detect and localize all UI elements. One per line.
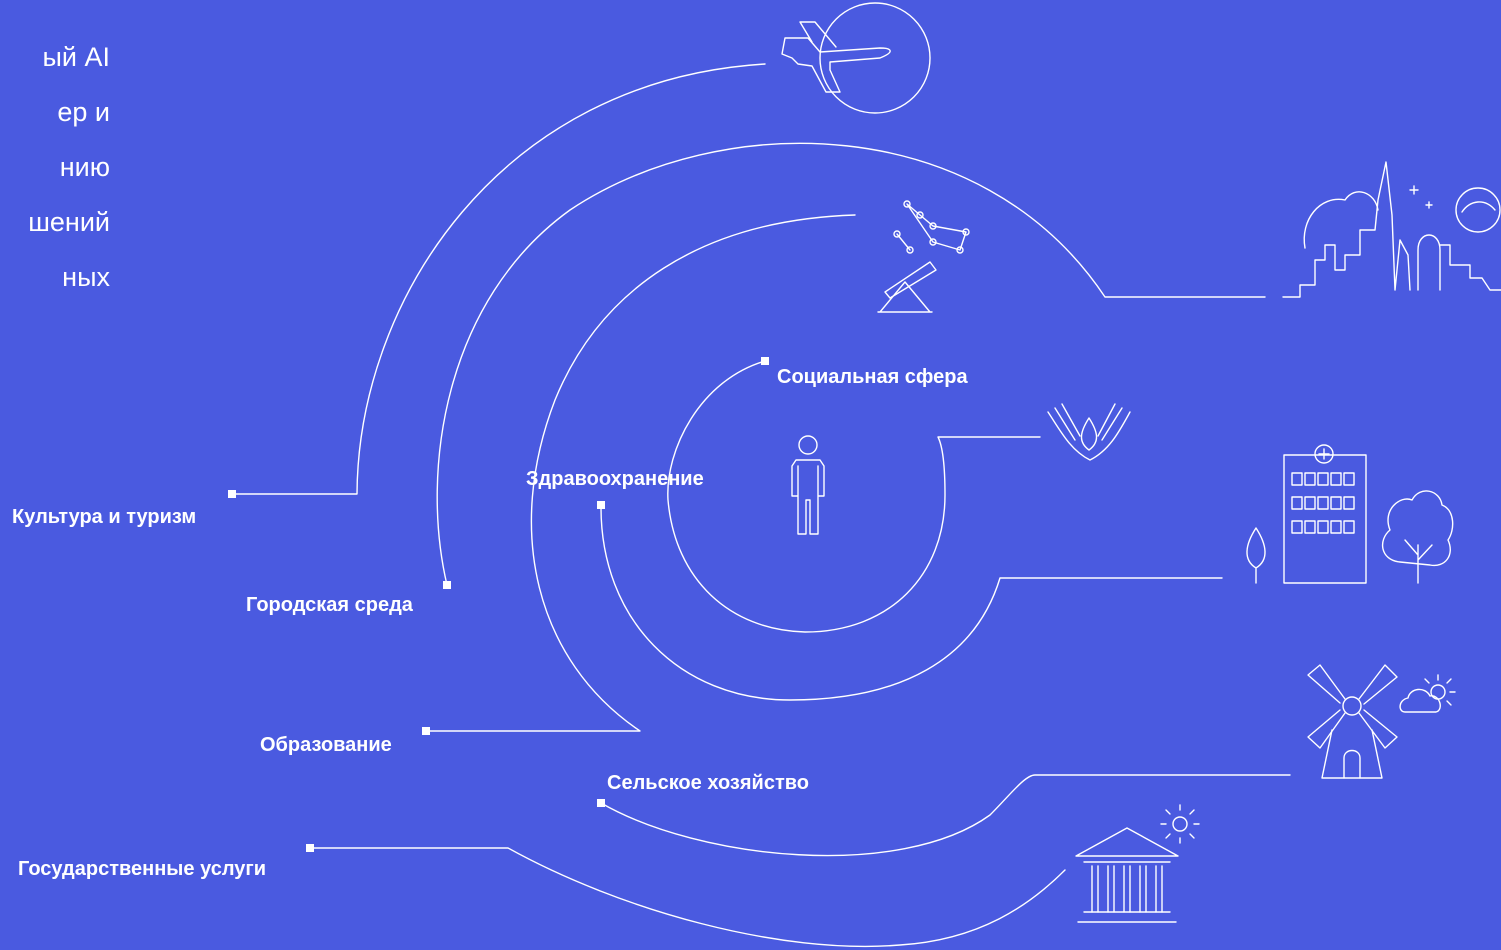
city-skyline-icon — [1282, 161, 1501, 298]
agriculture-node — [597, 799, 605, 807]
airplane-sun-icon — [781, 2, 931, 114]
label-urban-environment[interactable]: Городская среда — [246, 594, 413, 616]
education-connector — [425, 214, 856, 732]
label-culture-tourism[interactable]: Культура и туризм — [12, 506, 197, 528]
culture-node — [228, 490, 236, 498]
urban-node — [443, 581, 451, 589]
social-node — [761, 357, 769, 365]
culture-connector — [231, 63, 766, 495]
intro-line-5: ных — [62, 262, 110, 292]
label-education[interactable]: Образование — [260, 734, 392, 756]
education-node — [422, 727, 430, 735]
label-healthcare[interactable]: Здравоохранение — [526, 468, 704, 490]
telescope-constellation-icon — [877, 200, 970, 313]
intro-line-3: нию — [59, 152, 110, 182]
healthcare-node — [597, 501, 605, 509]
social-connector — [667, 360, 1041, 633]
hospital-trees-icon — [1246, 444, 1454, 584]
intro-line-2: ер и — [57, 97, 110, 127]
intro-line-1: ый AI — [42, 42, 111, 72]
agriculture-connector — [600, 774, 1291, 857]
intro-line-4: шений — [28, 207, 110, 237]
person-icon — [791, 435, 825, 535]
gov-services-connector — [309, 847, 1066, 948]
caring-hands-icon — [1047, 403, 1131, 461]
urban-connector — [436, 142, 1266, 586]
label-social-sphere[interactable]: Социальная сфера — [777, 366, 968, 388]
label-agriculture[interactable]: Сельское хозяйство — [607, 772, 809, 794]
windmill-weather-icon — [1307, 664, 1456, 779]
label-government-services[interactable]: Государственные услуги — [18, 858, 267, 880]
gov-services-node — [306, 844, 314, 852]
healthcare-connector — [600, 504, 1223, 701]
intro-text: ый AI ер и нию шений ных — [0, 30, 110, 305]
government-building-icon — [1075, 804, 1200, 923]
